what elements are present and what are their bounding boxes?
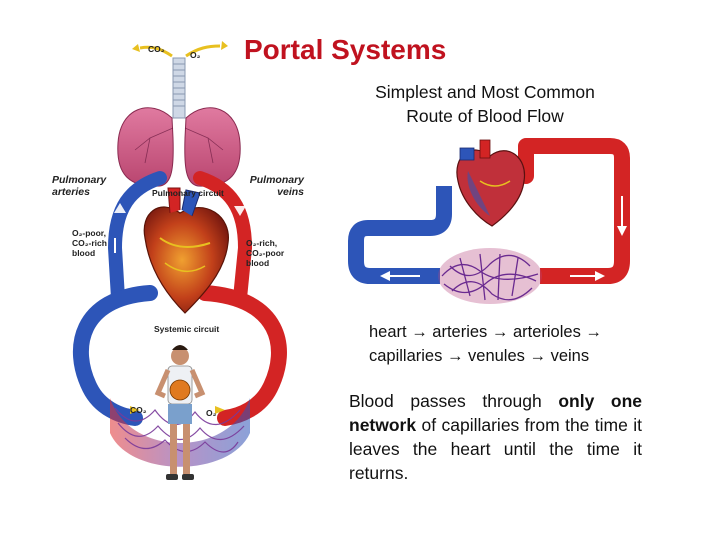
pulmonary-circuit-label: Pulmonary circuit [152, 188, 224, 198]
co2-exhale-arrow [139, 45, 173, 58]
co2-bottom-label: CO₂ [130, 405, 147, 415]
heart-illustration-small [456, 139, 526, 227]
o2-bottom-label: O₂ [206, 408, 217, 418]
description-paragraph: Blood passes through only one network of… [349, 389, 642, 485]
flow-line-2: capillaries → venules → veins [369, 347, 590, 365]
heart-illustration [143, 187, 229, 314]
right-lung [184, 107, 241, 187]
subtitle-line-2: Route of Blood Flow [406, 106, 564, 126]
o2-rich-line-3: blood [246, 258, 270, 268]
systemic-circuit-label: Systemic circuit [154, 324, 220, 334]
slide-title: Portal Systems [244, 34, 447, 65]
systemic-vein-vessel [72, 285, 158, 426]
o2-poor-line-1: O₂-poor, [72, 228, 106, 238]
pulmonary-veins-label: Pulmonary veins [249, 174, 304, 198]
simple-route-diagram [340, 136, 640, 316]
pulmonary-arteries-label: Pulmonary arteries [52, 174, 107, 198]
flow-arrows [380, 196, 627, 281]
circulation-diagram: CO₂ O₂ Pulmonary arteries Pulmonary vein… [40, 38, 340, 508]
o2-top-label: O₂ [190, 50, 201, 60]
o2-rich-line-2: CO₂-poor [246, 248, 285, 258]
o2-poor-line-2: CO₂-rich [72, 238, 107, 248]
o2-bottom-arrow [215, 406, 225, 414]
co2-bottom-arrow [130, 406, 140, 414]
circulation-illustration [72, 41, 287, 480]
o2-rich-label: O₂-rich, CO₂-poor blood [246, 238, 284, 268]
flow-sequence: heart → arteries → arterioles → capillar… [369, 320, 669, 368]
desc-bold: only one network [349, 391, 642, 435]
pulmonary-vein-vessel [193, 171, 253, 305]
o2-rich-line-1: O₂-rich, [246, 238, 278, 248]
trachea [172, 57, 186, 119]
o2-inhale-arrow [185, 44, 221, 58]
left-lung [117, 107, 174, 187]
co2-top-label: CO₂ [148, 44, 165, 54]
simple-route-illustration [348, 138, 630, 304]
o2-poor-line-3: blood [72, 248, 96, 258]
vein-path [348, 186, 452, 284]
desc-post: of capillaries from the time it leaves t… [349, 415, 642, 483]
capillary-mesh [441, 253, 539, 301]
slide-subtitle: Simplest and Most Common Route of Blood … [340, 80, 630, 128]
flow-line-1: heart → arteries → arterioles → [369, 323, 602, 341]
o2-poor-label: O₂-poor, CO₂-rich blood [72, 228, 107, 258]
systemic-artery-vessel [197, 285, 287, 426]
desc-pre: Blood passes through [349, 391, 559, 411]
athlete-figure [154, 345, 206, 480]
subtitle-line-1: Simplest and Most Common [375, 82, 595, 102]
